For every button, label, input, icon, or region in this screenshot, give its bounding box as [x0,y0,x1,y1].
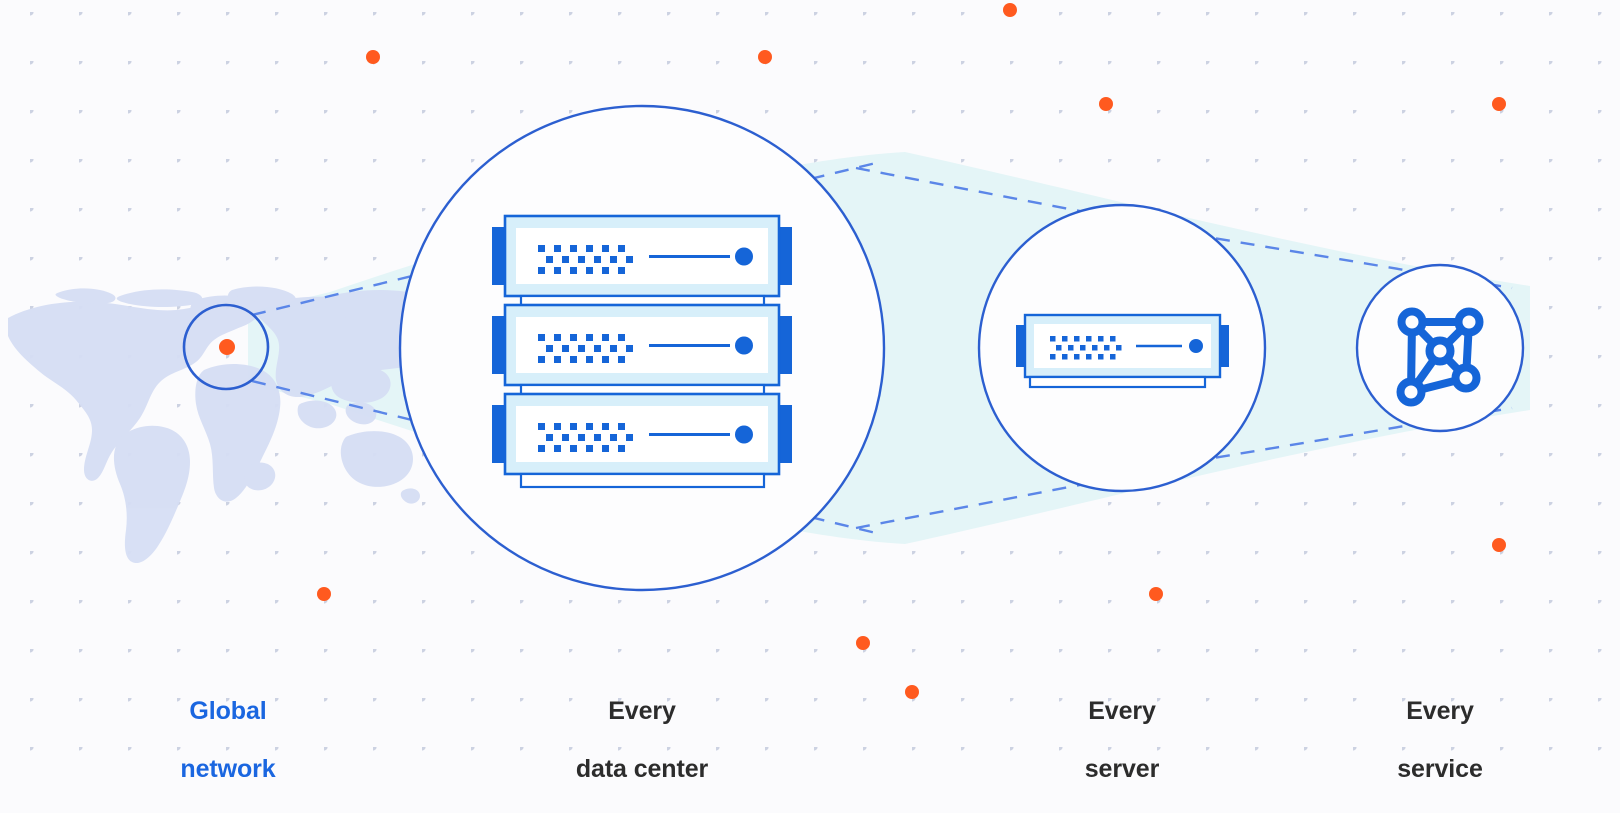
network-nodes-icon [1396,307,1484,407]
single-server-vent-grid [1050,336,1122,360]
single-server-status-dot [1189,339,1203,353]
network-node-bottom-left [1396,377,1426,407]
label-global-network-line2: network [180,755,276,783]
server-vent-grid-1 [538,245,633,274]
server-vent-grid-3 [538,423,633,452]
orange-accent-dots-layer [317,3,1506,699]
guide-line-top-2 [855,166,1169,230]
diagram-canvas: Global network Every data center Every s… [0,0,1620,783]
network-node-top-left [1397,307,1427,337]
label-global-network-line1: Global [189,697,267,725]
server-unit-3 [492,392,792,476]
label-every-service: Every service [1340,668,1540,813]
server-vent-grid-2 [538,334,633,363]
label-every-service-line2: service [1397,755,1483,783]
server-rack-base [519,472,766,489]
server-rack-icon [492,214,792,489]
label-global-network: Global network [128,668,328,813]
network-node-center [1425,336,1455,366]
server-status-dot-1 [735,247,753,266]
label-every-service-line1: Every [1406,697,1474,725]
label-every-data-center-line1: Every [608,697,676,725]
label-every-server-line2: server [1084,755,1160,783]
server-unit-2 [492,303,792,387]
single-server-group [1016,313,1229,389]
guide-line-bottom-2 [855,466,1169,530]
network-node-circles [1396,307,1484,407]
label-every-server-line1: Every [1088,697,1156,725]
single-server-base [1028,375,1207,389]
label-every-server: Every server [1022,668,1222,813]
server-unit-1 [492,214,792,298]
network-node-top-right [1454,307,1484,337]
network-node-bottom-right [1451,363,1481,393]
label-every-data-center-line2: data center [575,755,709,783]
server-status-dot-2 [735,336,753,355]
server-status-dot-3 [735,425,753,444]
circle-global-network [182,303,270,391]
server-rack-group [492,214,792,489]
single-server-icon [1016,313,1229,389]
global-network-pin-icon [219,339,235,355]
orange-dot [317,3,1506,699]
label-every-data-center: Every data center [522,668,762,813]
